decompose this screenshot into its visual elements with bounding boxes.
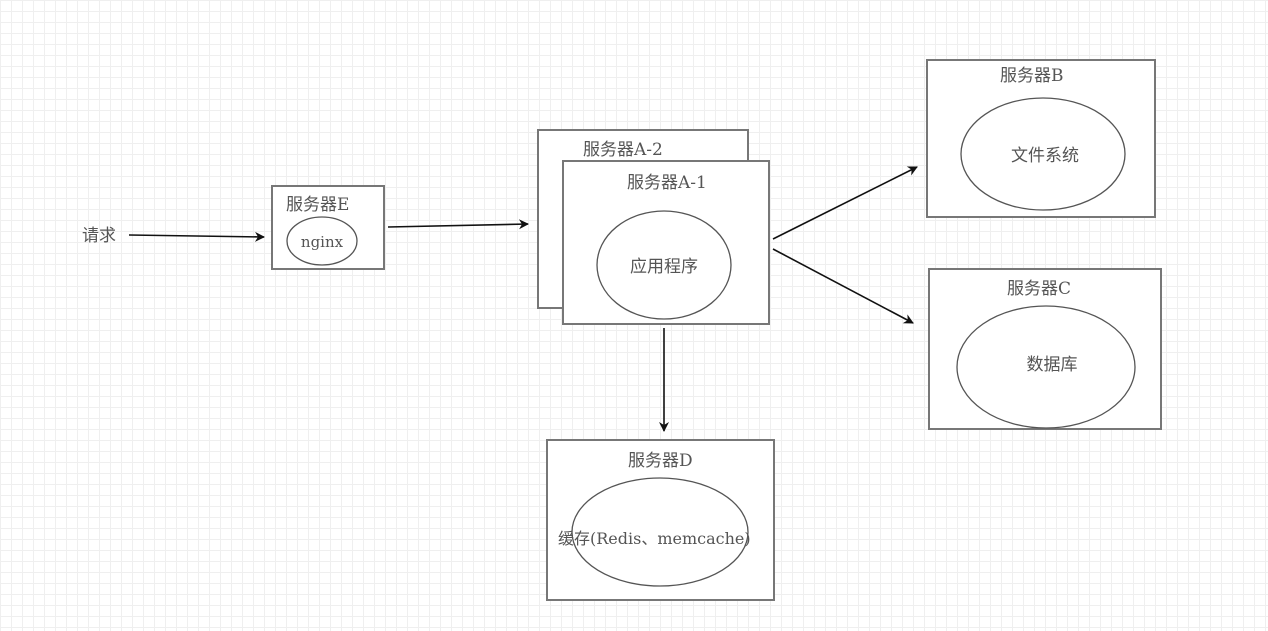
server-c-content: 数据库	[1027, 355, 1078, 375]
edge-a-to-b	[772, 166, 918, 240]
edge-a-to-c	[772, 248, 914, 324]
server-e-title: 服务器E	[286, 195, 349, 215]
request-label: 请求	[82, 226, 116, 246]
server-e: 服务器E nginx	[271, 185, 385, 270]
server-a1-title: 服务器A-1	[627, 173, 707, 193]
server-a1-content: 应用程序	[630, 257, 698, 277]
edge-request-to-e	[128, 231, 265, 242]
edge-e-to-a	[387, 219, 529, 230]
server-a2-title: 服务器A-2	[583, 140, 663, 160]
server-c-title: 服务器C	[1007, 279, 1071, 299]
server-d-content: 缓存(Redis、memcache)	[558, 529, 751, 548]
server-b-content: 文件系统	[1011, 146, 1079, 166]
server-c: 服务器C 数据库	[928, 268, 1162, 430]
server-a1: 服务器A-1 应用程序	[562, 160, 770, 325]
server-e-content: nginx	[301, 233, 344, 251]
server-b: 服务器B 文件系统	[926, 59, 1156, 218]
server-d: 服务器D 缓存(Redis、memcache)	[546, 439, 775, 601]
server-b-title: 服务器B	[1000, 66, 1064, 86]
server-d-title: 服务器D	[628, 451, 693, 471]
